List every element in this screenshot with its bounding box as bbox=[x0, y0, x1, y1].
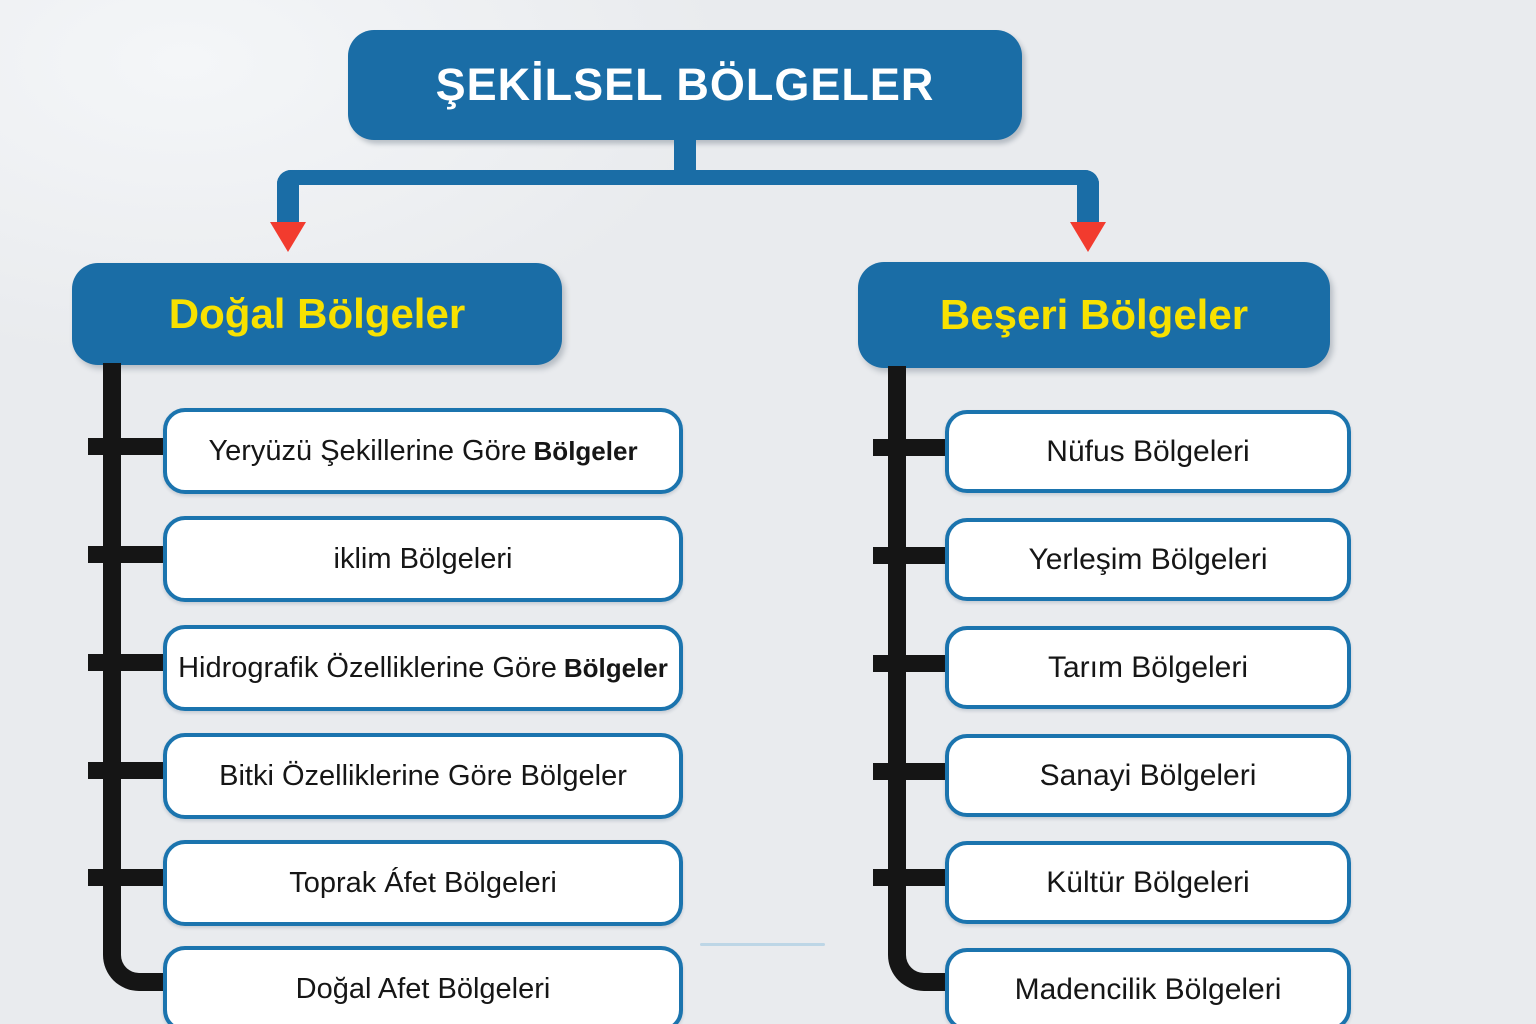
item-label: Tarım Bölgeleri bbox=[1047, 650, 1249, 684]
connector-stem bbox=[674, 138, 696, 176]
connector-stub bbox=[873, 869, 955, 886]
item-label: Doğal Afet Bölgeleri bbox=[295, 972, 551, 1005]
item-label: Kültür Bölgeleri bbox=[1046, 865, 1250, 899]
item-label: Nüfus Bölgeleri bbox=[1046, 434, 1250, 468]
down-arrow-right-icon bbox=[1070, 222, 1106, 252]
connector-stub bbox=[873, 655, 955, 672]
branch-item-dogal-6: Doğal Afet Bölgeleri bbox=[163, 946, 683, 1024]
item-label: Madencilik Bölgeleri bbox=[1014, 972, 1282, 1006]
connector-stub bbox=[88, 869, 170, 886]
connector-stub bbox=[88, 546, 170, 563]
branch-item-dogal-5: Toprak Áfet Bölgeleri bbox=[163, 840, 683, 926]
branch-item-beseri-4: Sanayi Bölgeleri bbox=[945, 734, 1351, 817]
item-label: Toprak Áfet Bölgeleri bbox=[289, 866, 557, 899]
item-label: Bitki Özelliklerine Göre Bölgeler bbox=[219, 759, 627, 792]
item-label-bold: Bölgeler bbox=[563, 652, 668, 683]
branch-item-dogal-4: Bitki Özelliklerine Göre Bölgeler bbox=[163, 733, 683, 819]
item-label: Hidrografik Özelliklerine Göre bbox=[178, 651, 557, 684]
connector-stub bbox=[88, 762, 170, 779]
branch-item-beseri-5: Kültür Bölgeleri bbox=[945, 841, 1351, 924]
branch-item-dogal-2: iklim Bölgeleri bbox=[163, 516, 683, 602]
connector-stub bbox=[873, 763, 955, 780]
branch-item-beseri-6: Madencilik Bölgeleri bbox=[945, 948, 1351, 1024]
artifact-line bbox=[700, 943, 825, 946]
connector-stub bbox=[873, 439, 955, 456]
branch-title-beseri: Beşeri Bölgeler bbox=[939, 291, 1249, 338]
branch-item-beseri-2: Yerleşim Bölgeleri bbox=[945, 518, 1351, 601]
connector-stub bbox=[873, 547, 955, 564]
root-title: ŞEKİLSEL BÖLGELER bbox=[435, 59, 935, 110]
branch-title-dogal: Doğal Bölgeler bbox=[168, 290, 466, 337]
connector-spine-right bbox=[888, 366, 962, 991]
branch-header-beseri: Beşeri Bölgeler bbox=[858, 262, 1330, 368]
connector-spine-left bbox=[103, 363, 177, 991]
item-label: Yeryüzü Şekillerine Göre bbox=[208, 434, 527, 467]
item-label: Sanayi Bölgeleri bbox=[1039, 758, 1257, 792]
connector-stub bbox=[88, 654, 170, 671]
item-label: iklim Bölgeleri bbox=[333, 542, 513, 575]
connector-stub bbox=[88, 438, 170, 455]
item-label: Yerleşim Bölgeleri bbox=[1028, 542, 1268, 576]
item-label-bold: Bölgeler bbox=[533, 435, 638, 466]
branch-header-dogal: Doğal Bölgeler bbox=[72, 263, 562, 365]
branch-item-beseri-1: Nüfus Bölgeleri bbox=[945, 410, 1351, 493]
root-node: ŞEKİLSEL BÖLGELER bbox=[348, 30, 1022, 140]
connector-branch-bar bbox=[277, 170, 1099, 226]
branch-item-beseri-3: Tarım Bölgeleri bbox=[945, 626, 1351, 709]
down-arrow-left-icon bbox=[270, 222, 306, 252]
